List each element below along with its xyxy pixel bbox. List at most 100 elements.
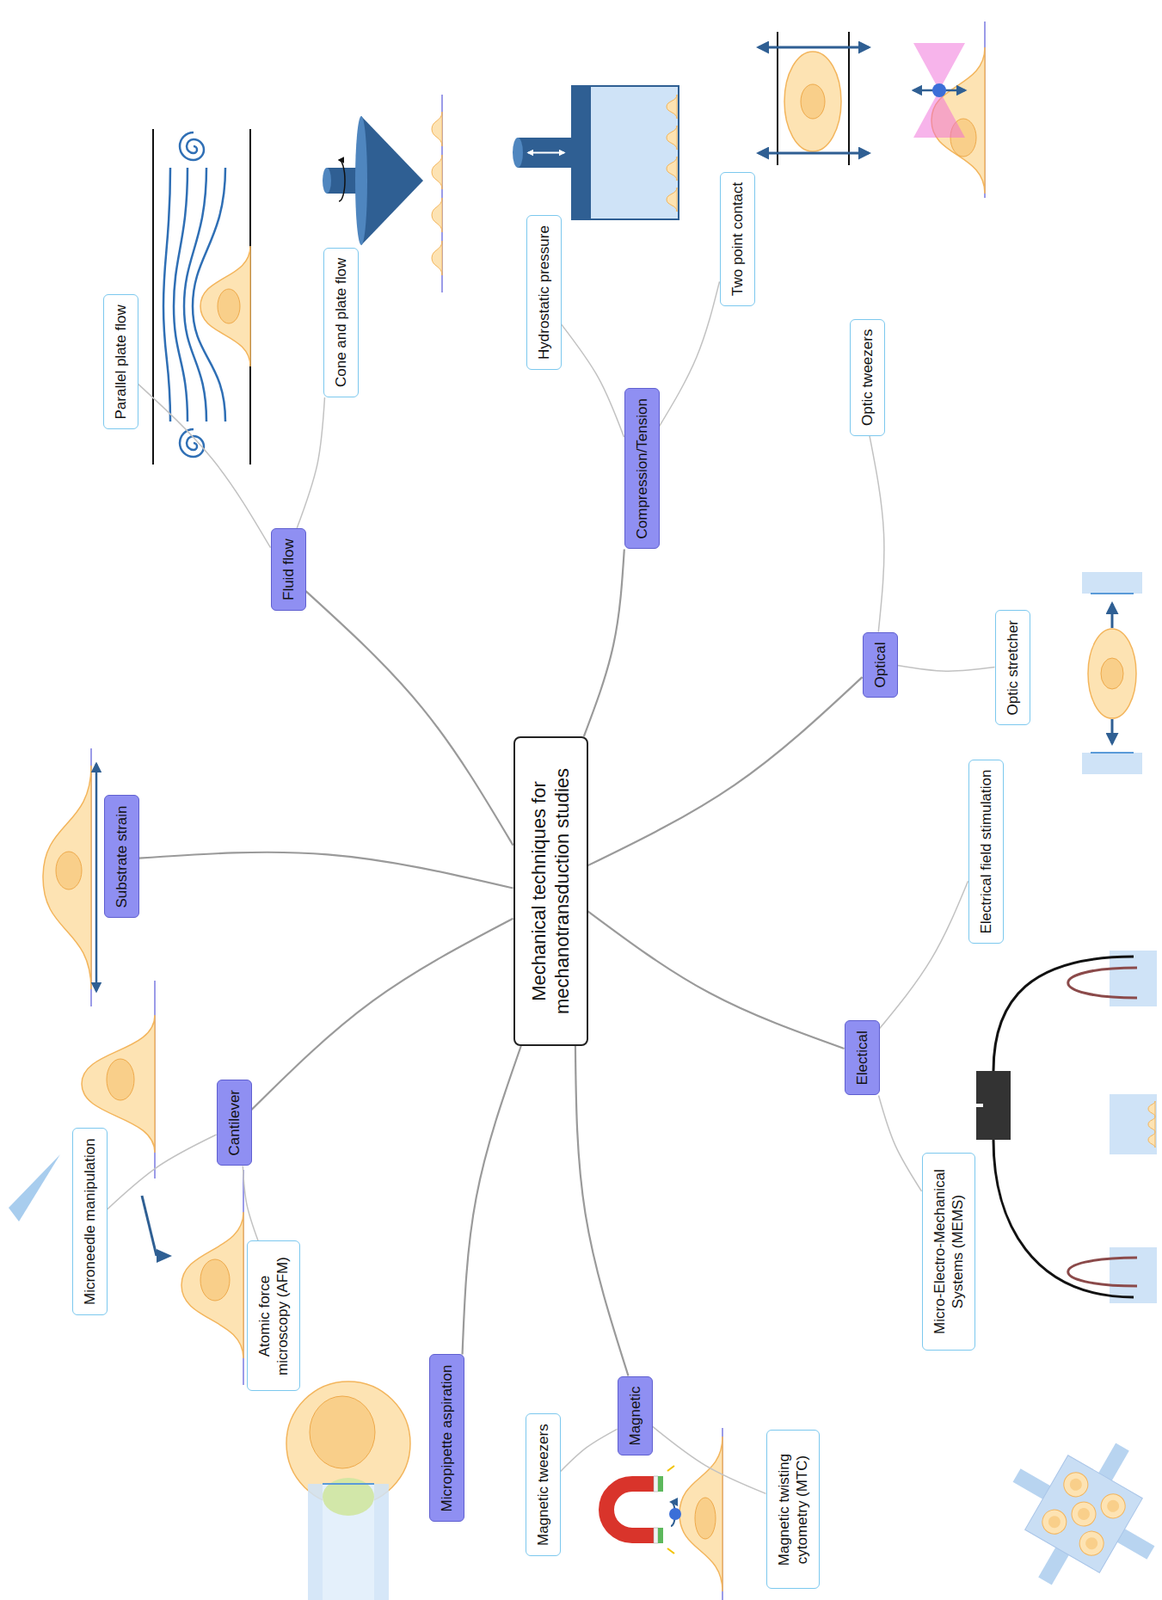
pipette-tip xyxy=(322,1482,375,1485)
node-label: Optic stretcher xyxy=(1003,620,1022,716)
force-arrow xyxy=(758,152,869,155)
node-label: Substrate strain xyxy=(112,805,131,908)
strain-arrow xyxy=(95,763,99,991)
node-label: Hydrostatic pressure xyxy=(534,225,554,360)
cell xyxy=(1148,1100,1156,1117)
branch-line xyxy=(897,664,996,671)
cell xyxy=(181,1211,244,1359)
magnet-pole xyxy=(653,1527,658,1544)
flow-line xyxy=(184,167,207,422)
technique-box: Optic tweezers xyxy=(849,319,886,437)
technique-box: Atomic force microscopy (AFM) xyxy=(246,1241,302,1392)
laser-beam xyxy=(913,43,966,91)
nucleus xyxy=(800,84,825,119)
node-label: Magnetic twisting cytometry (MTC) xyxy=(774,1440,812,1580)
branch-line xyxy=(139,852,514,889)
cell xyxy=(666,187,677,212)
plate xyxy=(152,129,154,465)
stretch-arrow xyxy=(1111,719,1114,744)
cell xyxy=(666,125,677,150)
cone-base xyxy=(355,116,368,246)
branch-line xyxy=(652,1426,767,1494)
node-label: Magnetic tweezers xyxy=(534,1423,553,1546)
node-label: Cone and plate flow xyxy=(332,258,351,388)
nucleus xyxy=(217,288,240,324)
cell xyxy=(1096,1489,1130,1523)
nucleus xyxy=(200,1259,230,1301)
optic-tweezers-figure xyxy=(913,21,985,198)
wire xyxy=(993,956,1134,1071)
cantilever-beam xyxy=(141,1195,157,1256)
mems-platform xyxy=(1025,1455,1144,1574)
micropipette-figure xyxy=(286,1381,411,1600)
cell xyxy=(43,765,92,990)
branch-line xyxy=(575,1045,629,1377)
technique-box: Two point contact xyxy=(719,172,756,307)
substrate-strain-figure xyxy=(43,748,97,1007)
piston-shaft xyxy=(517,137,572,168)
cell xyxy=(1038,1505,1071,1538)
technique-box: Cone and plate flow xyxy=(323,247,359,398)
aspirated-cell xyxy=(322,1477,375,1516)
category-box: Electical xyxy=(844,1020,880,1095)
node-label: Electical xyxy=(853,1030,872,1085)
technique-box: Electrical field stimulation xyxy=(968,759,1004,945)
cell xyxy=(200,245,251,367)
nucleus xyxy=(1075,1505,1092,1522)
branch-line xyxy=(588,676,863,866)
branch-line xyxy=(296,397,325,529)
branch-line xyxy=(879,880,969,1029)
node-label: Two point contact xyxy=(728,182,747,296)
vortex xyxy=(179,429,204,457)
nucleus xyxy=(309,1395,376,1469)
cell xyxy=(1148,1116,1156,1132)
category-box: Compression/Tension xyxy=(624,387,660,549)
technique-box: Optic stretcher xyxy=(995,609,1031,726)
mems-figure xyxy=(977,1407,1162,1600)
electrode xyxy=(1068,1257,1138,1286)
node-label: Compression/Tension xyxy=(633,398,652,539)
branch-line xyxy=(584,549,625,738)
plate xyxy=(848,31,850,166)
nucleus xyxy=(55,851,82,890)
cell xyxy=(1088,628,1137,719)
node-label: Atomic force microscopy (AFM) xyxy=(255,1251,293,1382)
branch-line xyxy=(252,918,514,1110)
optical-fiber xyxy=(1082,752,1143,775)
container xyxy=(571,86,679,220)
field-spark xyxy=(667,1465,675,1471)
branch-line xyxy=(306,590,514,846)
nucleus xyxy=(106,1058,135,1101)
category-box: Substrate strain xyxy=(104,794,140,918)
technique-box: Parallel plate flow xyxy=(103,294,139,430)
node-label: Micro-Electro-Mechanical Systems (MEMS) xyxy=(930,1162,968,1341)
cell xyxy=(431,240,443,276)
branch-line xyxy=(138,383,271,548)
nucleus xyxy=(1083,1535,1101,1552)
technique-box: Hydrostatic pressure xyxy=(526,215,562,370)
node-label: Mechanical techniques for mechanotransdu… xyxy=(527,753,575,1029)
nucleus xyxy=(694,1497,716,1539)
field-spark xyxy=(667,1548,675,1554)
parallel-plate-figure xyxy=(153,129,251,465)
magnet-pole xyxy=(653,1475,658,1492)
cell xyxy=(784,51,842,152)
branch-line xyxy=(659,281,720,426)
afm-figure xyxy=(141,1169,244,1385)
cell xyxy=(666,156,677,181)
technique-box: Magnetic tweezers xyxy=(525,1413,561,1556)
electrode xyxy=(1068,967,1138,998)
cone xyxy=(361,116,424,246)
node-label: Parallel plate flow xyxy=(111,304,130,419)
well xyxy=(1109,1247,1157,1304)
branch-line xyxy=(869,436,885,633)
flow-line xyxy=(163,167,171,422)
category-box: Micropipette aspiration xyxy=(429,1353,465,1522)
shaft-top xyxy=(512,137,523,168)
two-point-figure xyxy=(758,31,869,166)
category-box: Magnetic xyxy=(617,1376,653,1457)
branch-line xyxy=(561,324,625,437)
cell xyxy=(679,1436,723,1592)
cell xyxy=(431,111,443,147)
